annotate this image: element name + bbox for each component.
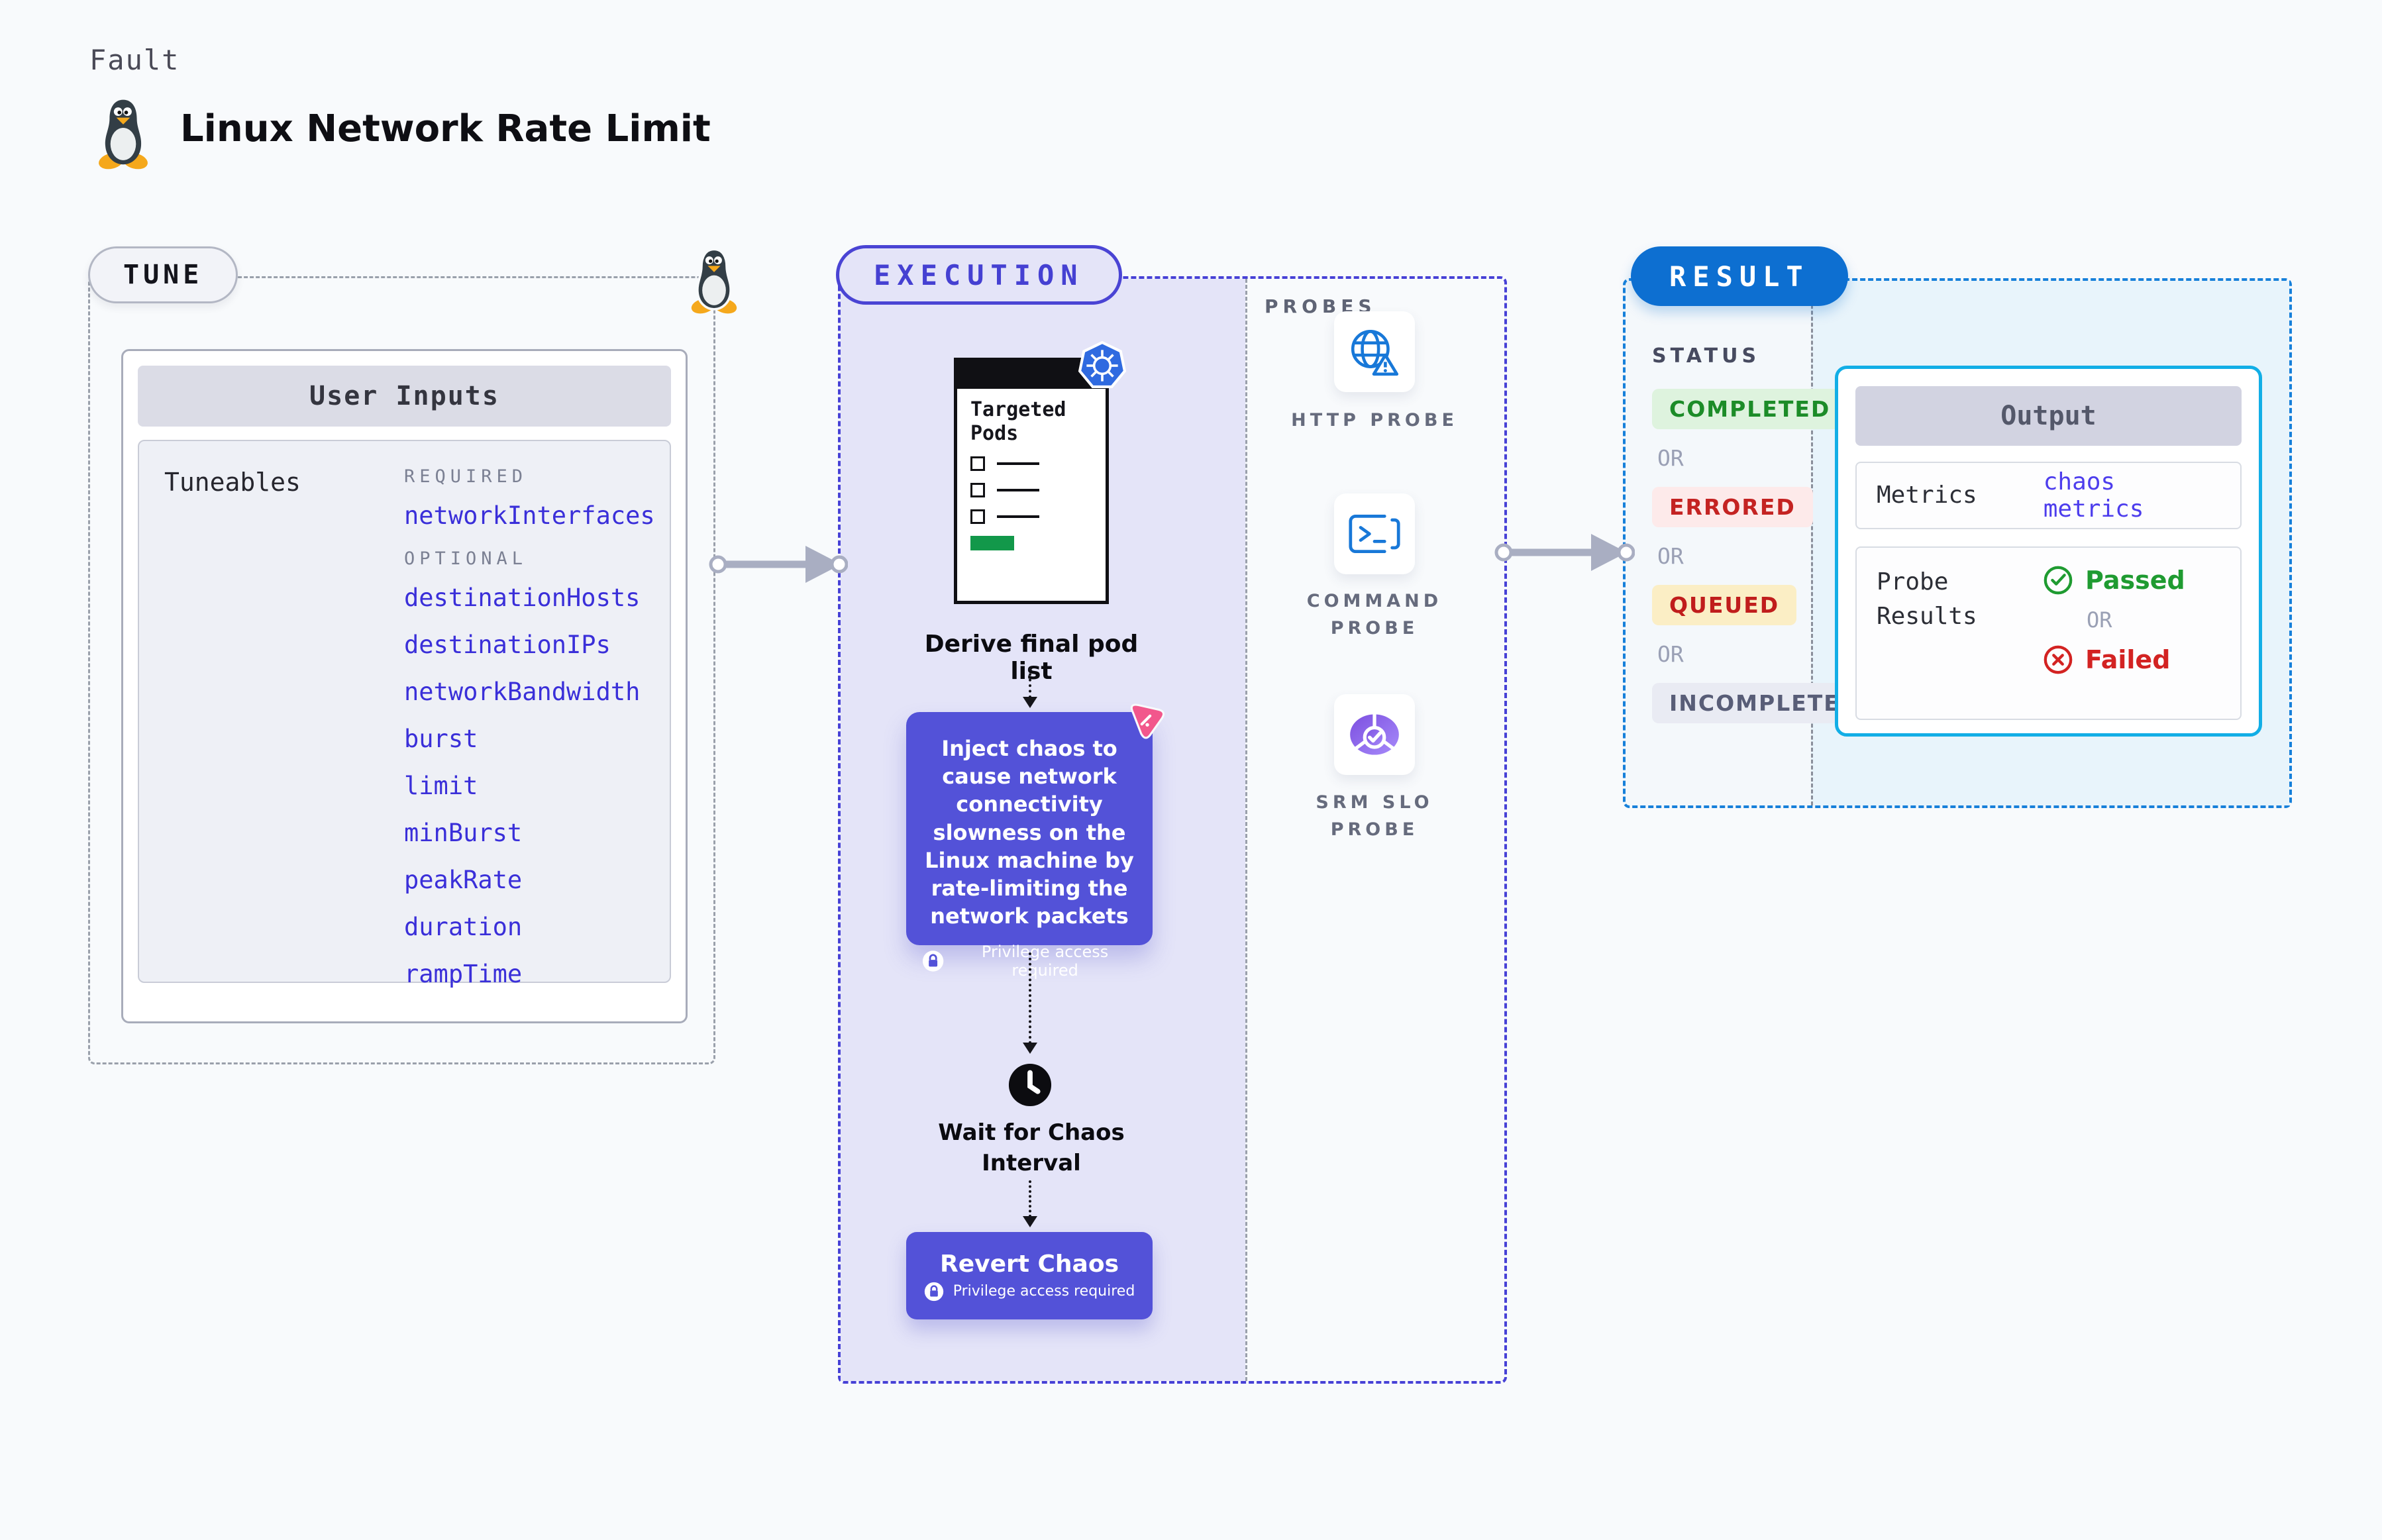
probe-results-row: Probe Results Passed OR Failed [1855,546,2242,720]
command-probe-tile [1334,493,1415,574]
slo-gauge-icon [1350,714,1399,755]
user-inputs-title: User Inputs [138,366,671,427]
param-link[interactable]: burst [404,725,478,753]
output-title: Output [1855,386,2242,446]
param-link[interactable]: destinationHosts [404,584,641,612]
tune-section-box [88,276,715,1064]
http-probe-label: HTTP PROBE [1291,410,1458,431]
inject-chaos-description: Inject chaos to cause network connectivi… [925,736,1134,929]
metrics-label: Metrics [1877,481,1977,509]
revert-chaos-step: Revert Chaos Privilege access required [906,1232,1153,1319]
tuneables-label: Tuneables [164,468,301,497]
result-section-badge: RESULT [1631,246,1848,306]
flow-connector [1029,952,1031,1044]
status-badge-completed: COMPLETED [1652,389,1848,429]
execution-section-badge: EXECUTION [836,245,1122,305]
probes-separator [1245,279,1247,1381]
privilege-access-label: Privilege access required [981,942,1109,980]
http-probe-tile [1334,311,1415,392]
flow-connector [1029,1180,1031,1217]
flow-arrowhead [1023,697,1037,708]
param-link[interactable]: limit [404,772,478,800]
required-group-label: REQUIRED [404,466,528,487]
page-title: Linux Network Rate Limit [180,107,711,150]
flow-connector [1029,668,1031,698]
terminal-icon [1349,514,1400,554]
tune-to-execution-arrow [709,546,848,583]
failed-label: Failed [2085,645,2171,674]
check-circle-icon [2044,566,2073,595]
linux-tux-icon [99,99,148,170]
pod-list-row [970,456,1106,471]
x-circle-icon [2044,645,2073,674]
wait-for-chaos-label: Wait for Chaos Interval [938,1119,1125,1176]
flow-arrowhead [1023,1216,1037,1227]
failed-row: Failed [2043,644,2185,675]
status-badge-queued: QUEUED [1652,585,1797,625]
status-badge-errored: ERRORED [1652,487,1813,527]
output-card: Output Metrics chaos metrics Probe Resul… [1835,366,2262,737]
targeted-pods-title: Targeted Pods [970,398,1066,445]
lock-icon [924,1282,943,1301]
result-separator [1811,281,1813,805]
srm-slo-probe-label: SRM SLO PROBE [1316,792,1433,840]
param-link[interactable]: destinationIPs [404,631,611,659]
tuneables-list: REQUIRED networkInterfaces OPTIONAL dest… [404,466,655,1007]
revert-chaos-label: Revert Chaos [939,1250,1119,1278]
clock-icon [1008,1063,1052,1107]
privilege-access-label: Privilege access required [953,1283,1135,1300]
command-probe-label: COMMAND PROBE [1306,591,1443,639]
linux-tux-icon [691,248,737,314]
or-label: OR [1657,543,1684,569]
pod-list-row [970,483,1106,497]
param-link[interactable]: minBurst [404,819,523,847]
metrics-row: Metrics chaos metrics [1855,462,2242,529]
kubernetes-icon [1078,341,1127,388]
probe-results-label: Probe Results [1877,568,1977,631]
optional-group-label: OPTIONAL [404,548,528,569]
user-inputs-card: User Inputs Tuneables REQUIRED networkIn… [121,349,688,1023]
or-label: OR [1657,445,1684,471]
param-link[interactable]: duration [404,913,523,941]
passed-label: Passed [2085,566,2185,595]
pods-progress-bar [970,536,1014,550]
tune-section-badge: TUNE [88,246,238,303]
chaos-fault-icon [1130,703,1165,739]
targeted-pods-card: Targeted Pods [954,341,1127,604]
or-label: OR [1657,641,1684,667]
derive-pod-list-label: Derive final pod list [924,631,1139,685]
lock-icon [922,950,944,972]
param-link[interactable]: rampTime [404,960,523,988]
execution-to-result-arrow [1494,534,1635,571]
param-link[interactable]: peakRate [404,866,523,894]
tuneables-panel: Tuneables REQUIRED networkInterfaces OPT… [138,440,671,988]
param-link[interactable]: networkBandwidth [404,678,641,706]
srm-slo-probe-tile [1334,694,1415,775]
pod-list-row [970,509,1106,524]
passed-row: Passed [2043,565,2185,595]
inject-chaos-step: Inject chaos to cause network connectivi… [906,703,1165,980]
fault-kicker: Fault [89,44,180,76]
flow-arrowhead [1023,1043,1037,1054]
status-heading: STATUS [1652,344,1761,368]
chaos-metrics-link[interactable]: chaos metrics [2043,468,2144,523]
or-label: OR [2087,607,2112,633]
globe-alert-icon [1351,329,1399,376]
param-link[interactable]: networkInterfaces [404,501,655,530]
